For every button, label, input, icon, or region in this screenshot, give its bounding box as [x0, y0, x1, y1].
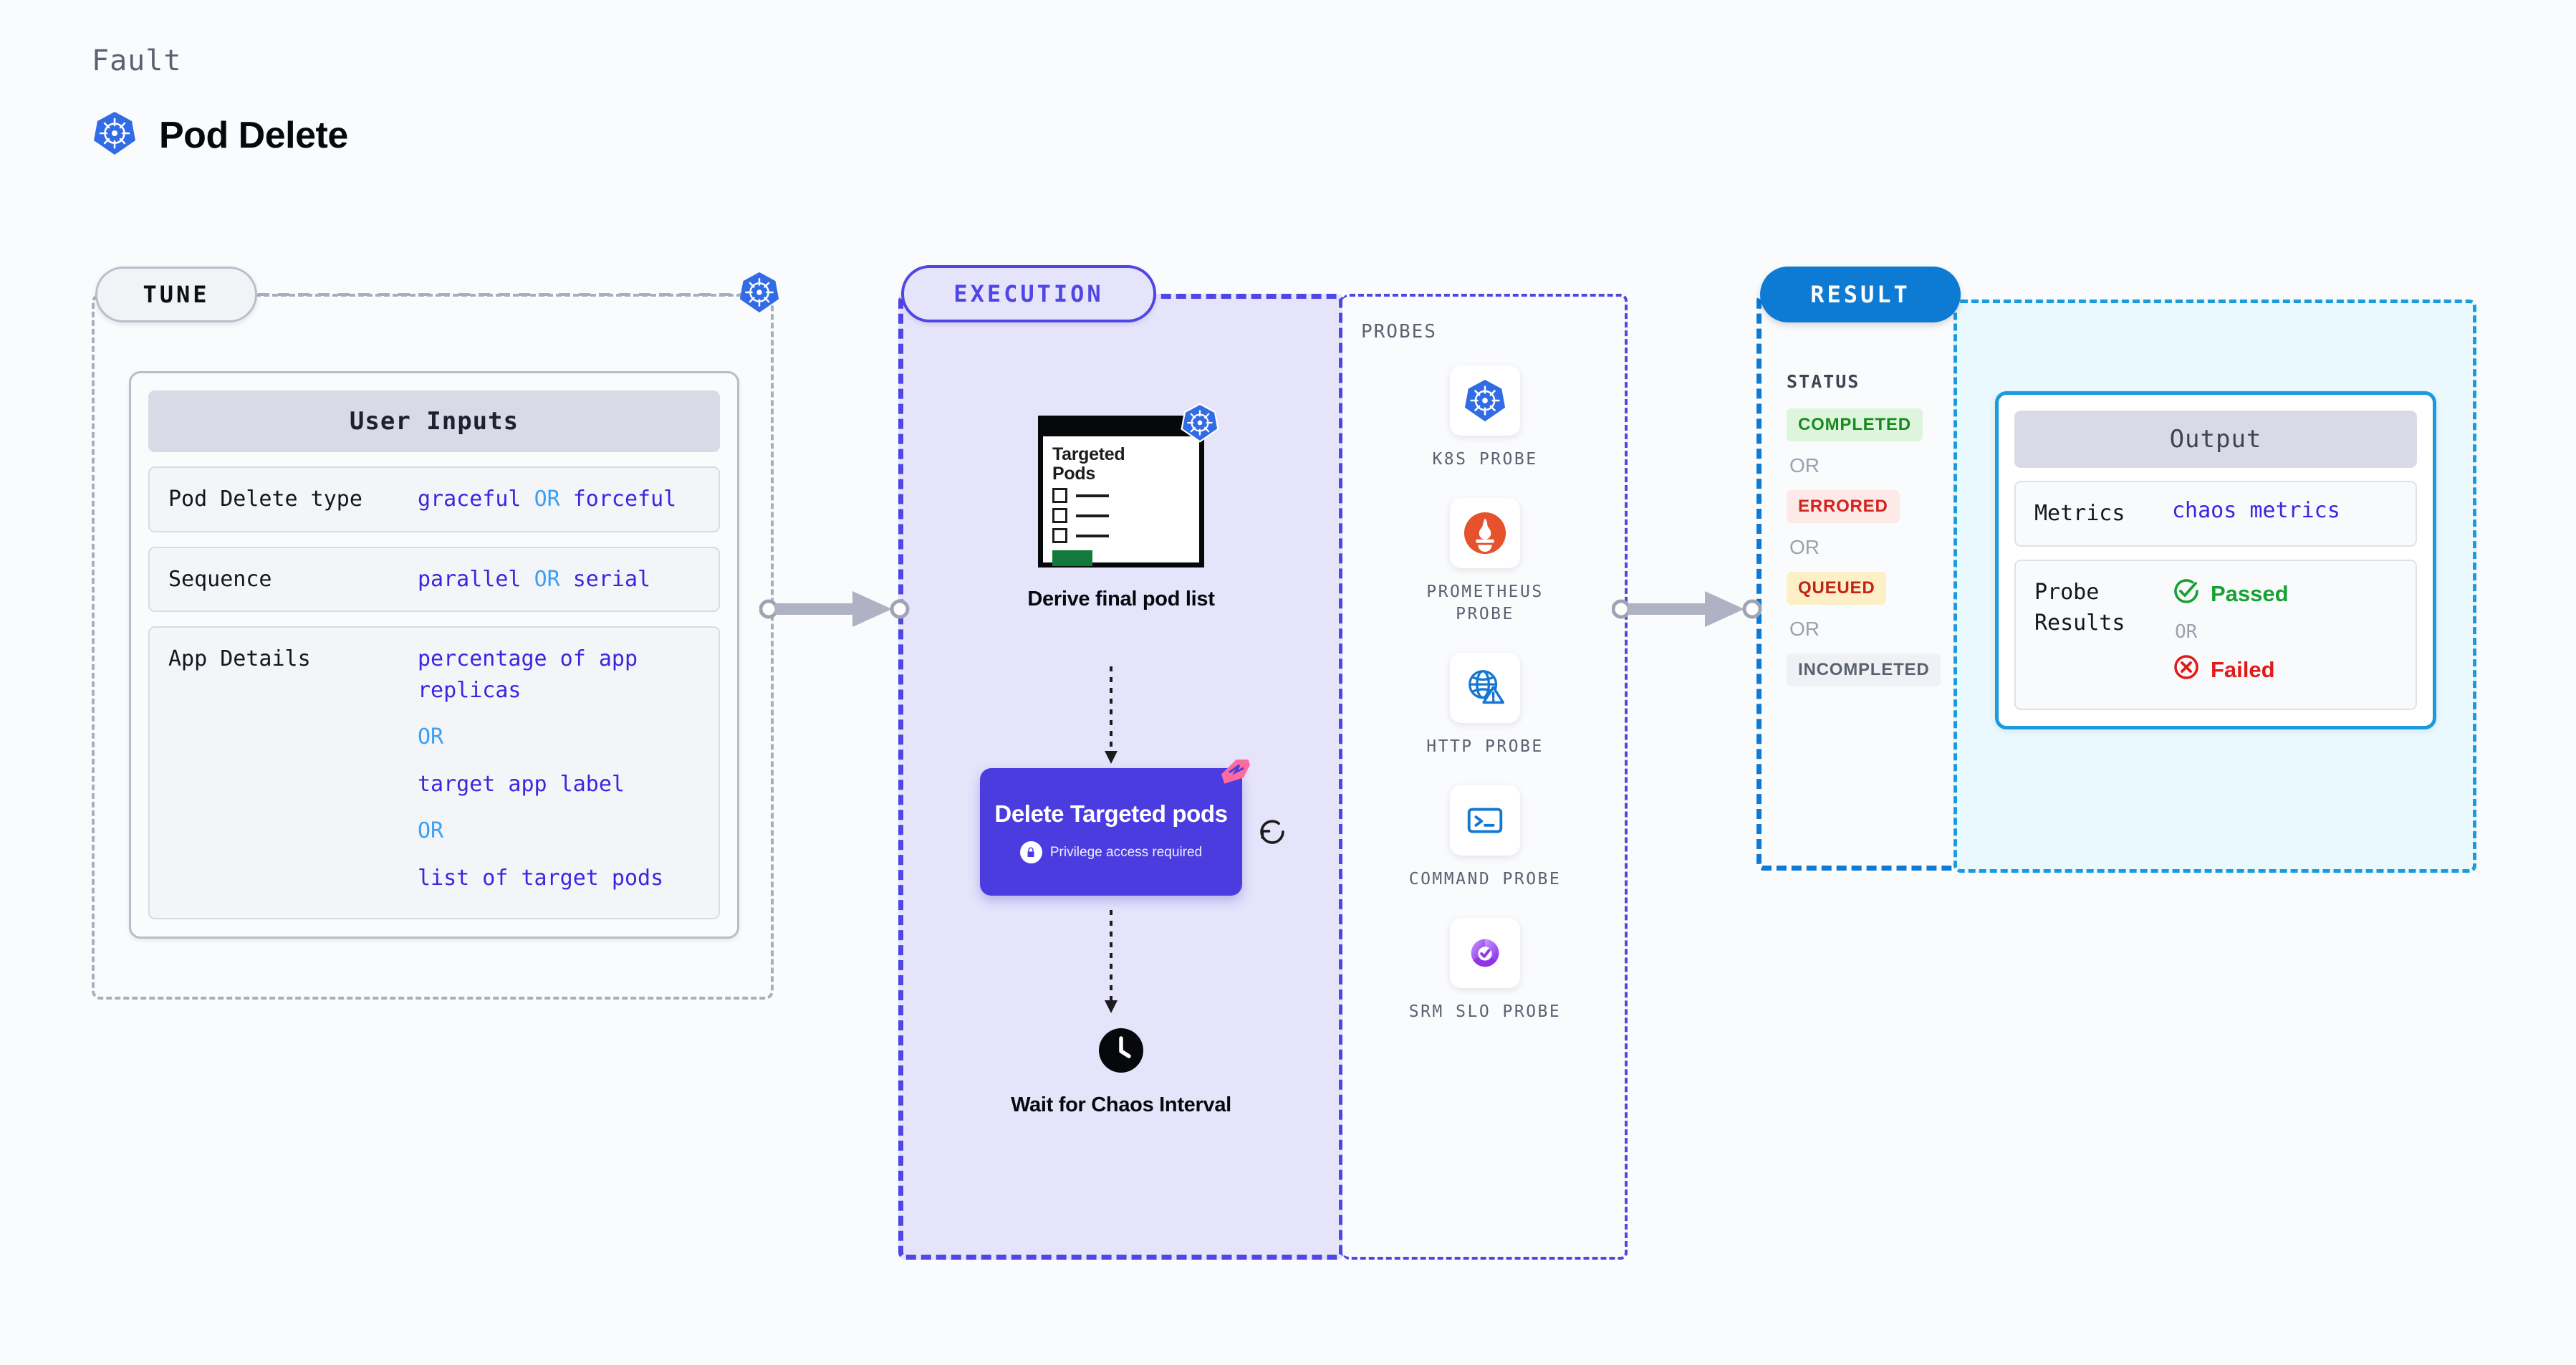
wait-for-chaos-interval-label: Wait for Chaos Interval	[1011, 1093, 1231, 1116]
srm-slo-icon	[1450, 918, 1520, 989]
stage-pill-result[interactable]: RESULT	[1760, 267, 1961, 322]
stage-pill-tune[interactable]: TUNE	[95, 267, 257, 322]
input-key-app-details: App Details	[168, 646, 311, 671]
probe-item-command[interactable]: COMMAND PROBE	[1342, 785, 1628, 891]
list-line	[1076, 534, 1109, 537]
page-title: Pod Delete	[159, 114, 348, 156]
status-bar	[1052, 550, 1092, 566]
status-badge: QUEUED	[1787, 572, 1887, 605]
input-value-sequence: parallel OR serial	[418, 566, 651, 592]
probe-result-passed-label: Passed	[2211, 580, 2289, 606]
check-circle-icon	[2172, 577, 2201, 611]
status-or: OR	[1789, 618, 1820, 640]
probes-list: K8S PROBE PROMETHEUS PROBE	[1342, 365, 1628, 1050]
probe-result-failed: Failed	[2172, 653, 2289, 687]
probe-label: K8S PROBE	[1432, 450, 1538, 469]
input-value-app-details: percentage of app replicas OR target app…	[418, 643, 663, 894]
fault-kicker: Fault	[92, 44, 182, 77]
checkbox-icon	[1052, 488, 1067, 503]
refresh-icon[interactable]	[1257, 817, 1287, 851]
flow-arrow-probes-to-result	[1612, 591, 1762, 627]
connector-delete-to-wait	[1105, 910, 1118, 1013]
kubernetes-icon	[1180, 403, 1220, 446]
page-header: Fault Pod Delete	[92, 44, 348, 160]
table-row: Sequence parallel OR serial	[148, 546, 720, 612]
list-item	[1043, 488, 1199, 503]
targeted-pods-card: Targeted Pods	[1038, 403, 1219, 567]
app-detail-or-1: OR	[418, 818, 444, 843]
lock-icon	[1019, 841, 1042, 864]
derive-final-pod-list-node[interactable]: Targeted Pods Derive final pod l	[1003, 403, 1239, 611]
list-line	[1076, 494, 1109, 497]
kubernetes-icon	[738, 271, 781, 317]
probe-result-or: OR	[2175, 621, 2198, 643]
app-detail-option-2: list of target pods	[418, 865, 664, 891]
probe-item-srm-slo[interactable]: SRM SLO PROBE	[1342, 918, 1628, 1023]
connector-derive-to-delete	[1105, 666, 1118, 764]
status-badge: COMPLETED	[1787, 408, 1923, 441]
derive-final-pod-list-label: Derive final pod list	[1027, 588, 1215, 610]
wait-for-chaos-interval-node[interactable]: Wait for Chaos Interval	[1003, 1028, 1239, 1118]
status-badge: ERRORED	[1787, 490, 1900, 523]
input-key-pod-delete-type: Pod Delete type	[168, 487, 362, 512]
privilege-badge: Privilege access required	[1019, 841, 1203, 864]
globe-warning-icon	[1450, 653, 1520, 724]
privilege-badge-label: Privilege access required	[1049, 844, 1203, 860]
table-row: Pod Delete type graceful OR forceful	[148, 466, 720, 532]
input-value-pod-delete-type: graceful OR forceful	[418, 487, 677, 512]
stage-pill-execution[interactable]: EXECUTION	[901, 265, 1156, 322]
tune-k8s-connector	[258, 293, 745, 296]
prometheus-icon	[1450, 498, 1520, 569]
list-line	[1076, 514, 1109, 517]
table-row: Metrics chaos metrics	[2014, 481, 2417, 547]
output-title: Output	[2014, 411, 2417, 468]
status-or: OR	[1789, 454, 1820, 476]
table-row: App Details percentage of app replicas O…	[148, 626, 720, 919]
delete-targeted-pods-title: Delete Targeted pods	[994, 800, 1228, 827]
probe-result-failed-label: Failed	[2211, 656, 2275, 682]
app-detail-or-0: OR	[418, 724, 444, 749]
list-item	[1043, 508, 1199, 523]
probe-result-passed: Passed	[2172, 577, 2289, 611]
user-inputs-title: User Inputs	[148, 391, 720, 452]
checkbox-icon	[1052, 508, 1067, 523]
probes-section-label: PROBES	[1361, 321, 1437, 343]
probe-label: HTTP PROBE	[1426, 737, 1544, 757]
probe-item-http[interactable]: HTTP PROBE	[1342, 653, 1628, 758]
targeted-pods-title: Targeted Pods	[1052, 444, 1125, 484]
probe-label: PROMETHEUS PROBE	[1426, 583, 1544, 624]
input-key-sequence: Sequence	[168, 566, 272, 592]
status-label: STATUS	[1787, 371, 1860, 392]
probes-panel	[1342, 294, 1628, 1260]
user-inputs-card: User Inputs Pod Delete type graceful OR …	[129, 371, 739, 939]
probe-item-prometheus[interactable]: PROMETHEUS PROBE	[1342, 498, 1628, 626]
x-circle-icon	[2172, 653, 2201, 687]
output-value-metrics: chaos metrics	[2172, 498, 2340, 523]
list-item	[1043, 528, 1199, 543]
output-key-metrics: Metrics	[2034, 501, 2125, 526]
probe-label: SRM SLO PROBE	[1408, 1002, 1562, 1022]
checkbox-icon	[1052, 528, 1067, 543]
probe-label: COMMAND PROBE	[1408, 870, 1562, 889]
status-stack: COMPLETED OR ERRORED OR QUEUED OR INCOMP…	[1787, 408, 1941, 686]
app-detail-option-0: percentage of app replicas	[418, 646, 638, 703]
terminal-icon	[1450, 785, 1520, 856]
harness-corner-marker-icon	[1221, 755, 1251, 793]
app-detail-option-1: target app label	[418, 771, 625, 797]
flow-arrow-tune-to-execution	[759, 591, 910, 627]
status-or: OR	[1789, 536, 1820, 558]
delete-targeted-pods-node[interactable]: Delete Targeted pods Privilege access re…	[980, 755, 1250, 896]
kubernetes-icon	[92, 110, 138, 160]
status-badge: INCOMPLETED	[1787, 653, 1941, 686]
probe-item-k8s[interactable]: K8S PROBE	[1342, 365, 1628, 471]
output-value-probe-results: Passed OR Failed	[2172, 577, 2289, 687]
kubernetes-icon	[1450, 365, 1520, 436]
clock-icon	[1099, 1028, 1143, 1076]
